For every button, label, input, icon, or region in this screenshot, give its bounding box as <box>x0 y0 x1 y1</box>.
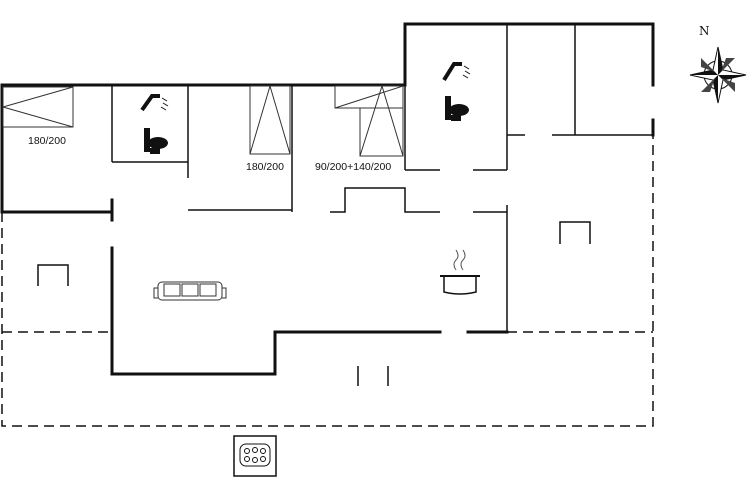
bed-1 <box>2 86 74 128</box>
bed-3 <box>334 85 404 157</box>
compass-rose-icon <box>689 46 747 104</box>
compass-north-label: N <box>699 24 710 38</box>
shower-icon <box>140 94 169 112</box>
hot-tub-icon <box>233 435 277 477</box>
stove-pot-icon <box>440 249 480 295</box>
terrace-posts <box>357 366 389 386</box>
terrace-outline <box>1 135 654 427</box>
walls <box>0 22 655 376</box>
table-icon <box>37 264 69 286</box>
sofa-icon <box>153 281 227 301</box>
toilet-icon <box>144 128 168 154</box>
table-icon <box>559 221 591 244</box>
bed-label-3: 90/200+140/200 <box>315 161 391 173</box>
shower-icon <box>442 62 471 82</box>
bed-label-1: 180/200 <box>28 135 66 147</box>
bed-2 <box>249 85 291 155</box>
toilet-icon <box>445 96 469 121</box>
bed-label-2: 180/200 <box>246 161 284 173</box>
